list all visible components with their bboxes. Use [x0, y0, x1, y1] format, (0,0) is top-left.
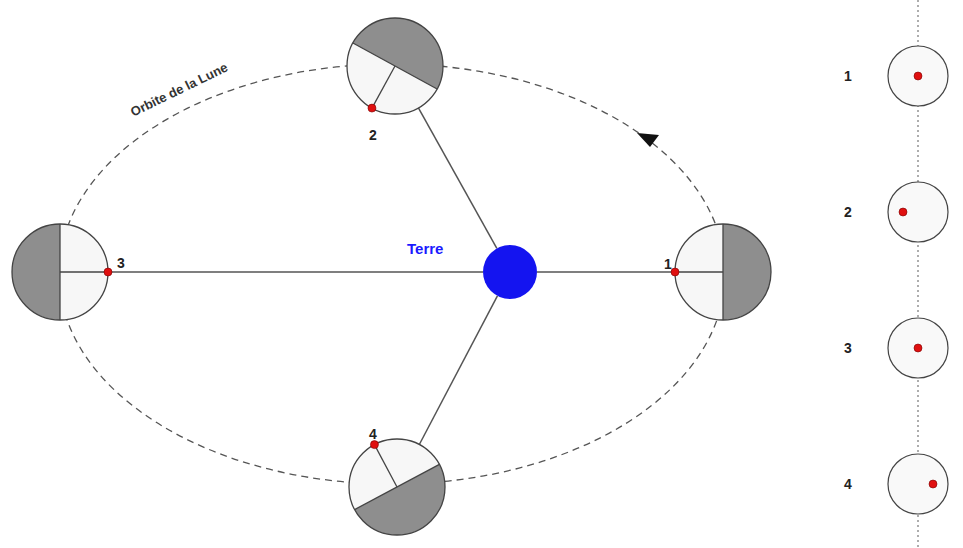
- phase-outline: [888, 318, 948, 378]
- orbit-label: Orbite de la Lune: [128, 59, 230, 119]
- earth-node: Terre: [483, 245, 537, 299]
- node-shape: [888, 318, 948, 378]
- node-shape: [349, 439, 445, 535]
- phase-disc: [888, 318, 948, 378]
- phase-disc: [888, 46, 948, 106]
- far-side: [723, 224, 771, 320]
- orbit-arrowhead: [637, 133, 659, 147]
- callout-number: 1: [664, 256, 672, 272]
- moon-node: 2: [347, 18, 443, 114]
- callout-number: 3: [844, 340, 852, 356]
- sight-line: [418, 108, 496, 249]
- earth-disc: [483, 245, 537, 299]
- moon-outline: [675, 224, 771, 320]
- moon-node: 3: [12, 224, 108, 320]
- moon-node: 1: [675, 224, 771, 320]
- moon-outline: [349, 439, 445, 535]
- far-side: [355, 464, 445, 535]
- surface-marker: [914, 72, 922, 80]
- phase-node: 1: [888, 46, 948, 106]
- node-shape: [347, 18, 443, 114]
- node-shape: [12, 224, 108, 320]
- callout-number: 4: [844, 476, 852, 492]
- spoke-line: [372, 66, 395, 108]
- spoke-line: [675, 271, 723, 272]
- node-shape: [888, 46, 948, 106]
- callout-number: 4: [369, 426, 377, 442]
- far-side: [353, 18, 443, 89]
- surface-marker: [929, 480, 937, 488]
- surface-marker: [899, 208, 907, 216]
- phase-disc: [888, 182, 948, 242]
- crescent: [888, 454, 922, 514]
- node-shape: [483, 245, 537, 299]
- earth-label: Terre: [407, 241, 443, 257]
- crescent: [914, 182, 948, 242]
- phase-outline: [888, 454, 948, 514]
- phase-disc: [888, 454, 948, 514]
- moon-disc: [347, 18, 443, 114]
- node-shape: [675, 224, 771, 320]
- spoke-line: [60, 271, 108, 272]
- phase-outline: [888, 46, 948, 106]
- surface-marker: [104, 268, 112, 276]
- callout-number: 3: [117, 255, 125, 271]
- sight-line: [108, 271, 483, 273]
- moon-disc: [349, 439, 445, 535]
- surface-marker: [368, 104, 376, 112]
- spoke-line: [374, 445, 397, 487]
- surface-marker: [671, 268, 679, 276]
- phase-node: 4: [888, 454, 948, 514]
- callout-number: 1: [844, 68, 852, 84]
- node-shape: [888, 182, 948, 242]
- moon-disc: [675, 224, 771, 320]
- phase-outline: [888, 182, 948, 242]
- sight-line: [419, 296, 497, 445]
- far-side: [12, 224, 60, 320]
- callout-number: 2: [369, 127, 377, 143]
- moon-orbit: [59, 64, 725, 484]
- node-shape: [888, 454, 948, 514]
- sight-line: [537, 271, 675, 273]
- moon-node: 4: [349, 439, 445, 535]
- moon-disc: [12, 224, 108, 320]
- moon-outline: [12, 224, 108, 320]
- callout-number: 2: [844, 204, 852, 220]
- phase-node: 2: [888, 182, 948, 242]
- phase-node: 3: [888, 318, 948, 378]
- surface-marker: [914, 344, 922, 352]
- moon-outline: [347, 18, 443, 114]
